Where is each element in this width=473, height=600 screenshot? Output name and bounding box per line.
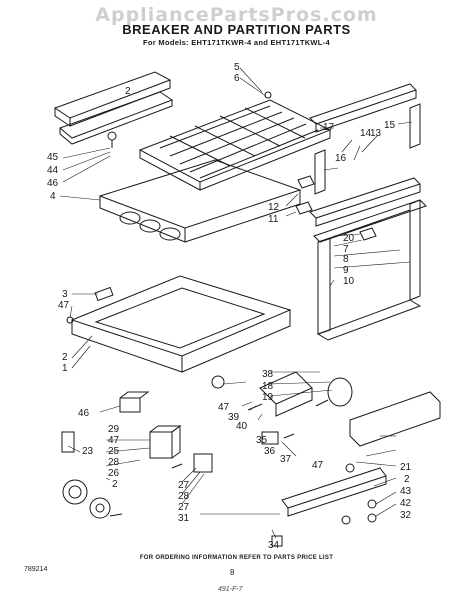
callout-2b: 2 (62, 352, 68, 363)
callout-18: 18 (262, 381, 274, 392)
callout-2: 2 (125, 86, 131, 97)
handwritten-mark: 491-F-7 (218, 586, 243, 593)
callout-47b: 47 (108, 435, 120, 446)
model-subtitle: For Models: EHT171TKWR-4 and EHT171TKWL-… (143, 38, 330, 47)
breaker-grille (138, 91, 332, 191)
callout-7: 7 (343, 244, 349, 255)
light-shield (349, 391, 441, 447)
callout-33: 31 (178, 513, 190, 524)
callout-47: 47 (58, 300, 70, 311)
callout-8: 8 (343, 254, 349, 265)
callout-30: 28 (178, 491, 190, 502)
callout-1: 1 (62, 363, 68, 374)
callout-17: 17 (323, 122, 335, 133)
callout-45: 46 (47, 178, 59, 189)
callout-labels: 2 45 44 46 4 5 6 17 14 13 15 16 12 11 20… (47, 62, 412, 551)
callout-43: 44 (47, 165, 59, 176)
diagram-title: BREAKER AND PARTITION PARTS (122, 22, 351, 37)
callout-11: 11 (268, 214, 279, 225)
control-bar (271, 463, 387, 547)
callout-3: 3 (62, 289, 68, 300)
callout-37: 37 (280, 454, 292, 465)
callout-46: 46 (78, 408, 90, 419)
callout-28: 28 (108, 457, 120, 468)
document-number: 789214 (24, 566, 48, 573)
callout-26: 26 (108, 468, 120, 479)
lower-rail (309, 177, 427, 243)
callout-25: 25 (108, 446, 120, 457)
callout-13: 13 (370, 128, 382, 139)
callout-16: 16 (335, 153, 347, 164)
upper-rail (309, 83, 421, 195)
callout-10: 10 (343, 276, 355, 287)
callout-29: 27 (178, 480, 190, 491)
callout-34: 34 (268, 540, 280, 551)
callout-19: 19 (262, 392, 274, 403)
callout-39: 39 (228, 412, 240, 423)
callout-38: 38 (262, 369, 274, 380)
callout-40: 40 (236, 421, 248, 432)
callout-42: 43 (400, 486, 412, 497)
callout-27: 27 (178, 502, 190, 513)
breaker-tray (98, 159, 302, 243)
callout-20: 20 (343, 233, 355, 244)
callout-47d: 47 (312, 460, 324, 471)
callout-47c: 47 (218, 402, 230, 413)
callout-31: 29 (108, 424, 120, 435)
callout-12: 12 (268, 202, 280, 213)
callout-4: 4 (50, 191, 56, 202)
breaker-bracket (53, 71, 174, 148)
switch-assembly (61, 391, 213, 519)
callout-2c: 2 (112, 479, 118, 490)
divider-frame (316, 199, 422, 341)
callout-14: 14 (360, 128, 372, 139)
callout-32: 32 (400, 510, 412, 521)
callout-5: 5 (234, 62, 240, 73)
light-socket-assembly (211, 371, 353, 445)
partition-panel (66, 275, 292, 373)
callout-15: 15 (384, 120, 396, 131)
callout-44: 45 (47, 152, 59, 163)
callout-6: 6 (234, 73, 240, 84)
callout-21: 21 (400, 462, 412, 473)
leader-lines (59, 67, 413, 539)
clip-parts (295, 175, 377, 241)
callout-35: 35 (256, 435, 268, 446)
watermark: AppliancePartsPros.com (95, 4, 378, 26)
callout-36: 36 (264, 446, 276, 457)
callout-2d: 2 (404, 474, 410, 485)
page-number: 8 (230, 568, 235, 577)
callout-23: 23 (82, 446, 94, 457)
callout-9: 9 (343, 265, 349, 276)
callout-41: 42 (400, 498, 412, 509)
ordering-note: FOR ORDERING INFORMATION REFER TO PARTS … (139, 555, 334, 561)
